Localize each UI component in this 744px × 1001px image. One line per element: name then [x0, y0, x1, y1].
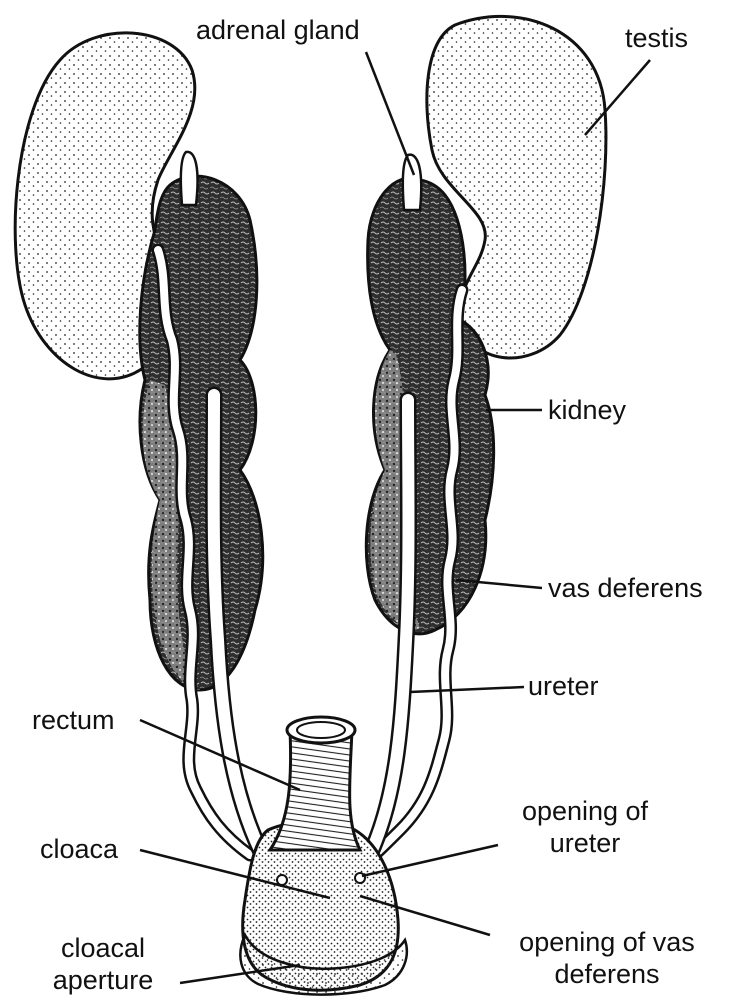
label-ureter: ureter	[528, 670, 599, 702]
label-opening-of-vas-deferens-line2: deferens	[492, 958, 722, 990]
label-vas-deferens: vas deferens	[548, 572, 703, 604]
leader-adrenal-gland	[366, 52, 414, 175]
leader-ureter	[410, 687, 524, 692]
label-cloaca: cloaca	[40, 833, 118, 865]
label-adrenal-gland: adrenal gland	[196, 14, 360, 46]
label-cloacal-aperture-line1: cloacal	[18, 932, 188, 964]
label-kidney: kidney	[548, 394, 626, 426]
label-rectum: rectum	[32, 704, 115, 736]
label-opening-of-ureter-line1: opening of	[490, 795, 680, 827]
label-testis: testis	[625, 22, 688, 54]
left-adrenal-gland	[181, 152, 198, 205]
rectum	[270, 730, 360, 850]
label-opening-of-vas-deferens: opening of vas deferens	[492, 926, 722, 990]
label-opening-of-ureter: opening of ureter	[490, 795, 680, 859]
right-kidney	[366, 178, 493, 634]
label-opening-of-vas-deferens-line1: opening of vas	[492, 926, 722, 958]
right-adrenal-gland	[403, 155, 421, 210]
label-opening-of-ureter-line2: ureter	[490, 827, 680, 859]
opening-of-vas-deferens-mark	[277, 875, 287, 885]
label-cloacal-aperture-line2: aperture	[18, 964, 188, 996]
label-cloacal-aperture: cloacal aperture	[18, 932, 188, 996]
